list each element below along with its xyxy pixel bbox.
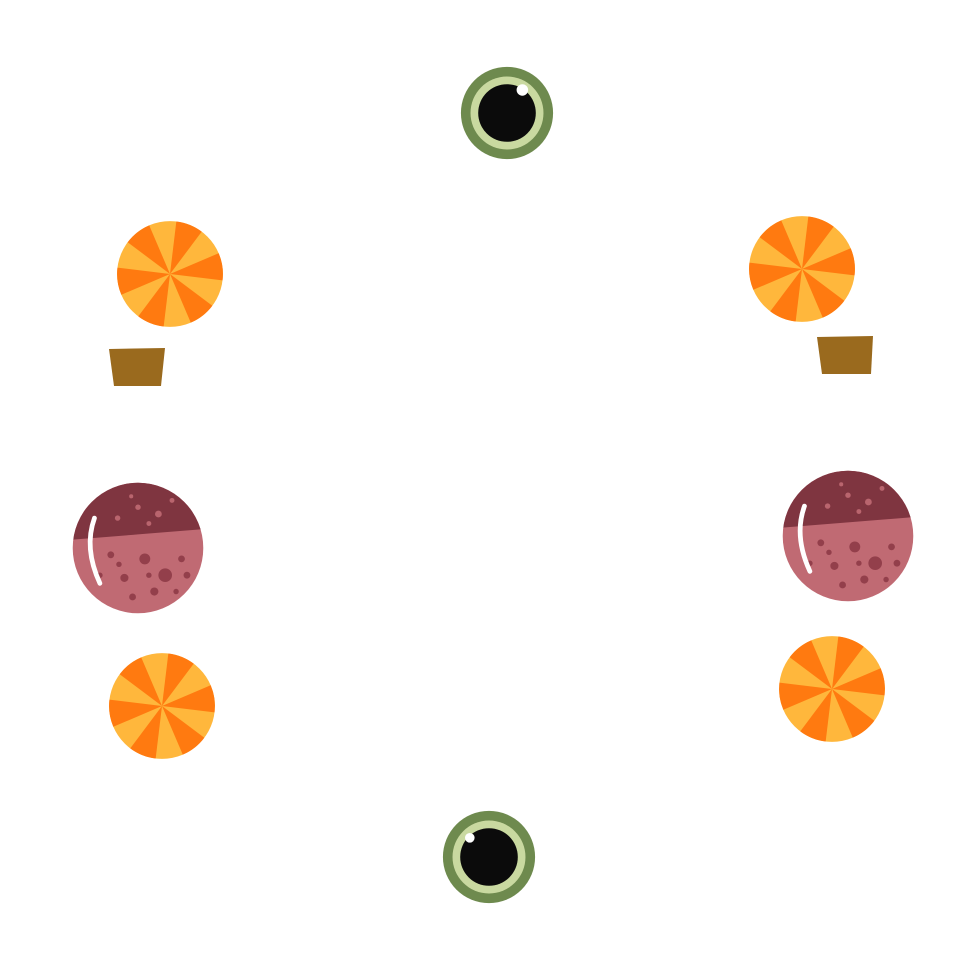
block-graphic (817, 336, 873, 374)
candy-stripe (127, 225, 170, 274)
ball-graphic (782, 470, 914, 602)
ball-upper (782, 470, 914, 528)
candy-stripe (170, 253, 223, 281)
ball-spot (183, 571, 191, 579)
ball-spot (868, 556, 882, 570)
ball-spot (120, 573, 129, 582)
candy-stripe (802, 248, 855, 276)
brown-block-icon (816, 335, 874, 375)
ball-spot (860, 575, 869, 584)
ball-spot (839, 482, 844, 487)
ball-spot (135, 504, 141, 510)
ball-spot (883, 576, 889, 583)
candy-stripe (162, 706, 205, 755)
ball-spot (129, 494, 134, 499)
candy-stripe (162, 685, 215, 713)
ball-spot (116, 561, 122, 568)
ball-spot (158, 568, 172, 582)
candy-stripe (789, 640, 832, 689)
ball-spot (845, 492, 851, 498)
eye-graphic (442, 810, 536, 904)
candy-graphic (117, 221, 223, 327)
ball-highlight (87, 515, 103, 586)
ball-spot (150, 587, 159, 596)
ball-spot (826, 549, 832, 556)
candy-stripe (162, 653, 194, 706)
candy-stripe (749, 262, 802, 290)
candy-stripe (802, 216, 834, 269)
candy-stripe (138, 274, 170, 327)
candy-stripe (170, 274, 213, 323)
candy-stripe (770, 269, 802, 322)
candy-graphic (749, 216, 855, 322)
green-eye-icon (441, 809, 537, 905)
candy-stripe (130, 706, 162, 759)
ball-spot (856, 560, 862, 566)
candy-stripe (832, 689, 875, 738)
orange-candy-icon (116, 220, 224, 328)
eye-graphic (460, 66, 554, 160)
candy-stripe (802, 269, 845, 318)
candy-stripe (832, 636, 864, 689)
green-eye-icon (459, 65, 555, 161)
brown-block-icon (108, 347, 166, 387)
ball-spot (879, 485, 885, 491)
ball-spot (107, 551, 115, 559)
candy-stripe (832, 668, 885, 696)
ball-spot (155, 510, 162, 518)
orange-candy-icon (108, 652, 216, 760)
candy-stripe (117, 267, 170, 295)
ball-spot (173, 588, 179, 595)
ball-body (72, 482, 204, 614)
candy-graphic (779, 636, 885, 742)
orange-candy-icon (778, 635, 886, 743)
ball-spot (893, 559, 901, 567)
red-planet-ball-icon (70, 480, 206, 616)
ball-spot (178, 555, 185, 563)
ball-spot (839, 581, 846, 589)
candy-stripe (759, 220, 802, 269)
block-graphic (109, 348, 165, 386)
ball-upper (72, 482, 204, 540)
candy-stripe (109, 699, 162, 727)
candy-stripe (779, 682, 832, 710)
ball-spot (129, 593, 136, 601)
ball-spot (856, 509, 862, 514)
red-planet-ball-icon (780, 468, 916, 604)
ball-spot (830, 561, 839, 570)
candy-stripe (119, 657, 162, 706)
ball-graphic (72, 482, 204, 614)
ball-spot (849, 541, 861, 553)
ball-spot (146, 572, 152, 578)
ball-spot (865, 498, 872, 506)
ball-highlight (797, 503, 813, 574)
ball-spot (824, 503, 831, 509)
ball-spot (146, 521, 152, 526)
ball-body (782, 470, 914, 602)
candy-stripe (170, 221, 202, 274)
ball-spot (139, 553, 151, 565)
ball-spot (169, 497, 175, 503)
candy-stripe (800, 689, 832, 742)
candy-graphic (109, 653, 215, 759)
ball-spot (114, 515, 121, 521)
ball-spot (817, 539, 825, 547)
orange-candy-icon (748, 215, 856, 323)
ball-spot (888, 543, 895, 551)
